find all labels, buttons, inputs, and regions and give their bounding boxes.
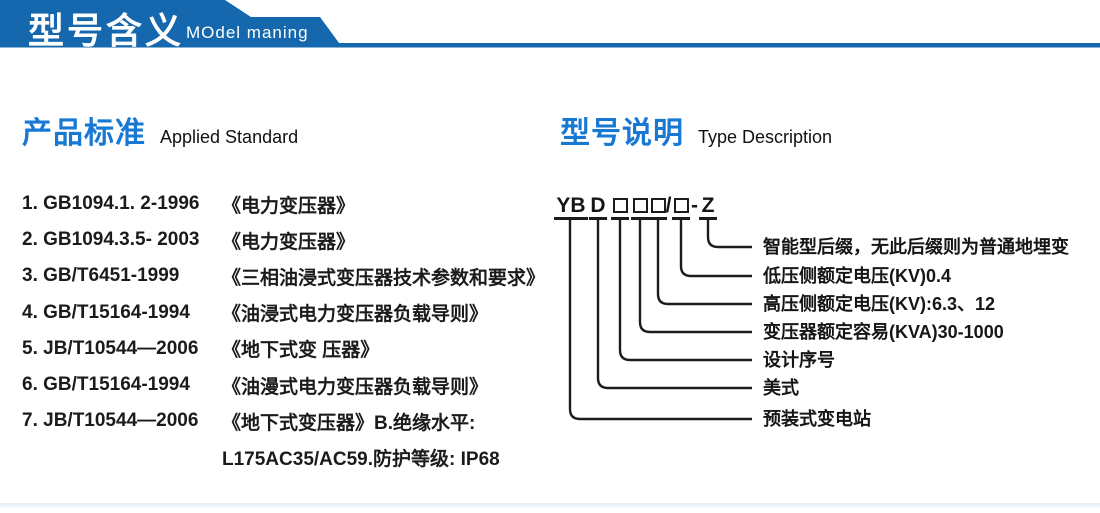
standard-item: 2. GB1094.3.5- 2003 《电力变压器》 xyxy=(22,222,562,258)
standard-code: 6. GB/T15164-1994 xyxy=(22,374,190,396)
standard-code: 5. JB/T10544—2006 xyxy=(22,337,199,359)
code-part-d: D xyxy=(589,193,607,220)
model-heading-en: Type Description xyxy=(698,127,833,147)
model-label-lv-voltage: 低压侧额定电压(KV)0.4 xyxy=(763,266,952,286)
standard-title: 《地下式变 压器》 xyxy=(222,340,380,362)
standard-code: 1. GB1094.1. 2-1996 xyxy=(22,193,200,215)
code-part-z: Z xyxy=(699,193,717,220)
standard-item: 6. GB/T15164-1994 《油漫式电力变压器负载导则》 xyxy=(22,367,562,403)
standards-heading-cn: 产品标准 xyxy=(22,117,146,150)
connector-z xyxy=(706,220,752,249)
connector-box-3 xyxy=(656,220,752,306)
code-box-3 xyxy=(649,193,667,220)
code-box-2 xyxy=(631,193,649,220)
code-part-yb: YB xyxy=(554,193,588,220)
model-label-suffix: 智能型后缀，无此后缀则为普通地埋变 xyxy=(763,237,1069,257)
page-title: 型号含义 xyxy=(28,10,185,51)
placeholder-box xyxy=(612,198,628,213)
standard-title: 《三相油浸式变压器技术参数和要求》 xyxy=(222,267,546,289)
standard-item: 7. JB/T10544—2006 《地下式变压器》B.绝缘水平: xyxy=(22,403,562,439)
model-label-capacity: 变压器额定容易(KVA)30-1000 xyxy=(763,322,1004,342)
standard-code: 2. GB1094.3.5- 2003 xyxy=(22,229,200,251)
model-label-american-type: 美式 xyxy=(763,378,799,398)
standard-code: 4. GB/T15164-1994 xyxy=(22,301,190,323)
standard-title: L175AC35/AC59.防护等级: IP68 xyxy=(222,448,500,470)
header-bar xyxy=(0,0,1100,48)
standard-title: 《电力变压器》 xyxy=(222,195,356,217)
standard-item: 5. JB/T10544—2006 《地下式变 压器》 xyxy=(22,331,562,367)
bottom-divider xyxy=(0,503,1100,508)
model-heading-cn: 型号说明 xyxy=(560,117,684,150)
placeholder-box xyxy=(673,198,689,213)
model-label-design-serial: 设计序号 xyxy=(763,350,835,370)
standard-title: 《电力变压器》 xyxy=(222,231,356,253)
standard-item-continuation: L175AC35/AC59.防护等级: IP68 xyxy=(22,439,562,475)
connector-box-2 xyxy=(638,220,752,334)
standard-item: 1. GB1094.1. 2-1996 《电力变压器》 xyxy=(22,186,562,222)
standard-item: 3. GB/T6451-1999 《三相油浸式变压器技术参数和要求》 xyxy=(22,258,562,294)
code-dash: - xyxy=(691,194,698,217)
standard-code: 3. GB/T6451-1999 xyxy=(22,265,180,287)
standard-item: 4. GB/T15164-1994 《油浸式电力变压器负载导则》 xyxy=(22,295,562,331)
standard-title: 《油浸式电力变压器负载导则》 xyxy=(222,304,489,326)
code-box-4 xyxy=(672,193,690,220)
placeholder-box xyxy=(650,198,666,213)
connector-d xyxy=(596,220,752,390)
model-heading: 型号说明 Type Description xyxy=(560,108,832,152)
model-label-hv-voltage: 高压侧额定电压(KV):6.3、12 xyxy=(763,294,996,314)
connector-box-4 xyxy=(679,220,752,278)
placeholder-box xyxy=(632,198,648,213)
standard-title: 《地下式变压器》B.绝缘水平: xyxy=(222,412,476,434)
standards-heading: 产品标准 Applied Standard xyxy=(22,108,298,152)
header-bar-shape xyxy=(0,0,1100,48)
standards-list: 1. GB1094.1. 2-1996 《电力变压器》 2. GB1094.3.… xyxy=(22,186,562,476)
standard-code: 7. JB/T10544—2006 xyxy=(22,410,199,432)
code-slash: / xyxy=(665,194,672,217)
standards-heading-en: Applied Standard xyxy=(160,127,299,147)
standard-title: 《油漫式电力变压器负载导则》 xyxy=(222,376,489,398)
page-subtitle: MOdel maning xyxy=(186,23,309,42)
connector-yb xyxy=(568,220,752,421)
code-box-1 xyxy=(611,193,629,220)
model-label-prefab-substation: 预装式变电站 xyxy=(763,409,871,429)
connector-box-1 xyxy=(618,220,752,362)
